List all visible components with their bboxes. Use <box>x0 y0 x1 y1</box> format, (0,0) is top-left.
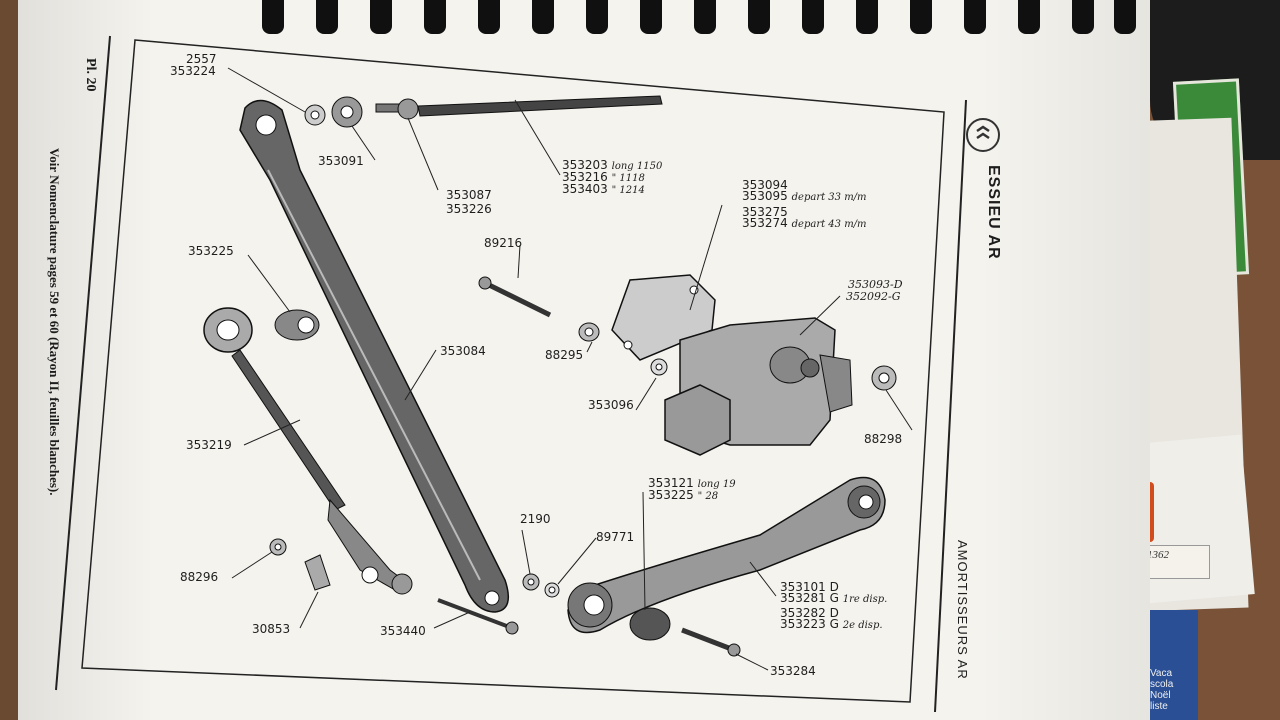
lever-arm <box>567 476 886 634</box>
group-ref: 353225 <box>648 488 694 502</box>
group-ref: 353216 <box>562 170 608 184</box>
binding-ring <box>748 0 770 34</box>
binding-ring <box>478 0 500 34</box>
depart-group: 353094 353095 depart 33 m/m 353275 35327… <box>742 178 867 230</box>
binding-ring <box>316 0 338 34</box>
small-parts-bottom <box>269 538 560 598</box>
nut-88295 <box>578 322 600 342</box>
binding-ring <box>910 0 932 34</box>
binding-ring <box>370 0 392 34</box>
group-note: long 1150 <box>611 161 663 172</box>
washer-353096 <box>650 358 668 376</box>
book-line: scola <box>1150 679 1174 690</box>
small-washers-top <box>304 96 363 128</box>
rod-length-group: 353203 long 1150 353216 " 1118 353403 " … <box>562 158 663 196</box>
bushing-lower <box>629 607 671 641</box>
part-label: 88298 <box>864 432 903 446</box>
paper-tag: 1362 <box>1140 545 1210 579</box>
part-label: 353225 <box>188 244 234 258</box>
bolt-89216 <box>478 276 552 318</box>
part-label: 353093-D <box>848 278 903 291</box>
tie-rod-353219 <box>203 307 413 595</box>
link-arm-353084 <box>239 99 510 613</box>
part-label: 2557 <box>186 52 217 66</box>
part-label: 88295 <box>545 348 584 362</box>
part-label: 89216 <box>484 236 523 250</box>
part-label: 353226 <box>446 202 492 216</box>
group-ref: 353403 <box>562 182 608 196</box>
part-label: 89771 <box>596 530 635 544</box>
group-note: 1re disp. <box>842 594 888 605</box>
group-ref: 353281 G <box>780 591 839 605</box>
long-rod <box>375 95 663 120</box>
bolt-353440 <box>437 598 519 635</box>
group-ref: 353094 <box>742 178 788 192</box>
part-label: 2190 <box>520 512 551 526</box>
group-ref: 353275 <box>742 205 788 219</box>
binding-ring <box>964 0 986 34</box>
binding-ring <box>856 0 878 34</box>
group-ref: 353203 <box>562 158 608 172</box>
group-ref: 353274 <box>742 216 788 230</box>
binding-ring <box>532 0 554 34</box>
part-label: 352092-G <box>846 290 901 303</box>
group-note: 2e disp. <box>842 620 883 631</box>
part-label: 353219 <box>186 438 232 452</box>
blue-book-text: Vaca scola Noël liste <box>1150 668 1173 712</box>
group-ref: 353121 <box>648 476 694 490</box>
binding-ring <box>640 0 662 34</box>
tag-number: 1362 <box>1147 549 1169 561</box>
binding-ring <box>1114 0 1136 34</box>
bushing-group: 353121 long 19 353225 " 28 <box>648 476 736 502</box>
nut-88298 <box>871 365 897 391</box>
chevrons-icon <box>976 125 990 140</box>
group-note: depart 43 m/m <box>791 219 867 230</box>
group-note: " 1118 <box>611 173 645 184</box>
group-ref: 353095 <box>742 189 788 203</box>
binding-ring <box>586 0 608 34</box>
book-line: liste <box>1150 701 1168 712</box>
bushing <box>274 309 320 341</box>
page-rule <box>934 99 967 713</box>
group-note: " 28 <box>697 491 719 502</box>
diagram-frame <box>81 39 945 703</box>
group-note: " 1214 <box>611 185 645 196</box>
group-note: depart 33 m/m <box>791 192 867 203</box>
binding-ring <box>424 0 446 34</box>
group-ref: 353282 D <box>780 606 839 620</box>
part-label: 353096 <box>588 398 634 412</box>
arm-group: 353101 D 353281 G 1re disp. 353282 D 353… <box>780 580 888 631</box>
book-line: Noël <box>1150 690 1171 701</box>
part-label: 353440 <box>380 624 426 638</box>
part-label: 353084 <box>440 344 486 358</box>
part-label: 353087 <box>446 188 492 202</box>
part-label: 88296 <box>180 570 219 584</box>
binding-ring <box>694 0 716 34</box>
bolt-353284 <box>681 627 741 657</box>
leader-lines <box>227 67 913 671</box>
part-label: 30853 <box>252 622 291 636</box>
shock-absorber-body <box>611 274 853 456</box>
page-rule-left <box>55 35 111 691</box>
citroen-logo <box>966 118 1000 152</box>
group-note: long 19 <box>697 479 736 490</box>
binding-ring <box>1018 0 1040 34</box>
binding-ring <box>262 0 284 34</box>
group-ref: 353101 D <box>780 580 839 594</box>
binding-ring <box>802 0 824 34</box>
exploded-diagram <box>55 35 967 713</box>
binding-ring <box>1072 0 1094 34</box>
part-label: 353091 <box>318 154 364 168</box>
part-label: 353224 <box>170 64 216 78</box>
group-ref: 353223 G <box>780 617 839 631</box>
book-line: Vaca <box>1150 668 1173 679</box>
part-label: 353284 <box>770 664 816 678</box>
